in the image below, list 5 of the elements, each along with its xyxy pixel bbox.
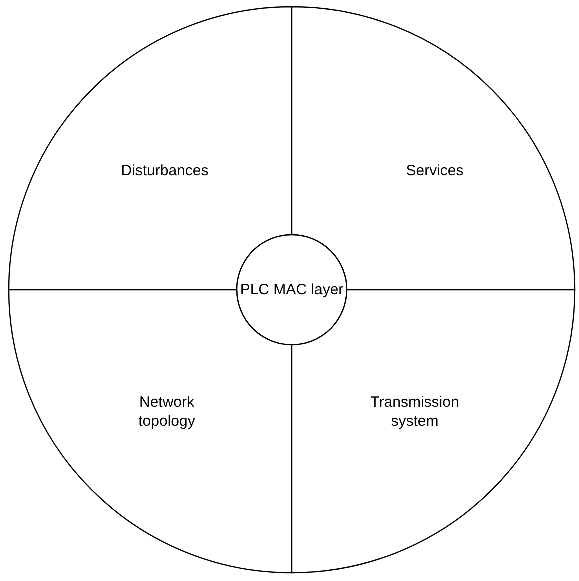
sector-label: Network topology [138,393,196,431]
sector-label: Disturbances [120,162,210,180]
center-label: PLC MAC layer [239,280,345,300]
sector-label: Transmission system [370,393,460,431]
sector-label: Services [405,162,465,180]
